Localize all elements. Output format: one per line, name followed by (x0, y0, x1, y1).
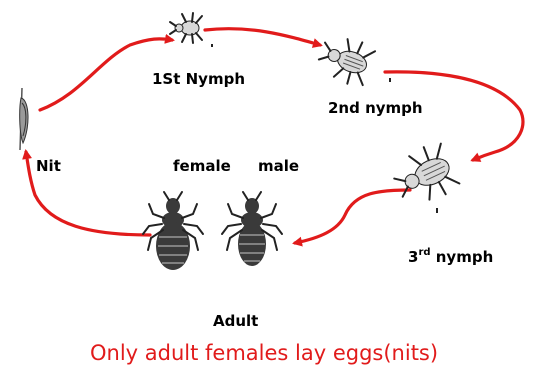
label-second-nymph: 2nd nymph (328, 99, 423, 117)
second-nymph-icon (314, 30, 376, 88)
label-third-nymph-sup: rd (418, 247, 430, 258)
third-nymph-icon (387, 140, 461, 211)
label-third-nymph: 3rd nymph (408, 247, 493, 266)
label-first-nymph: 1St Nymph (152, 70, 245, 88)
first-nymph-icon (170, 13, 202, 43)
label-third-nymph-rest: nymph (431, 248, 494, 266)
female-adult-icon (143, 192, 203, 270)
arrow-third-nymph-to-adult (295, 190, 410, 243)
arrow-first-to-second-nymph (205, 29, 320, 45)
label-female: female (173, 157, 231, 175)
label-male: male (258, 157, 299, 175)
nit-egg-icon (20, 88, 28, 150)
nymph-mark (389, 78, 391, 82)
label-nit: Nit (36, 157, 61, 175)
male-adult-icon (222, 192, 282, 266)
nymph-mark (211, 44, 213, 47)
label-adult: Adult (213, 312, 258, 330)
caption: Only adult females lay eggs(nits) (90, 341, 438, 365)
nymph-mark (436, 208, 438, 213)
label-third-nymph-base: 3 (408, 248, 418, 266)
